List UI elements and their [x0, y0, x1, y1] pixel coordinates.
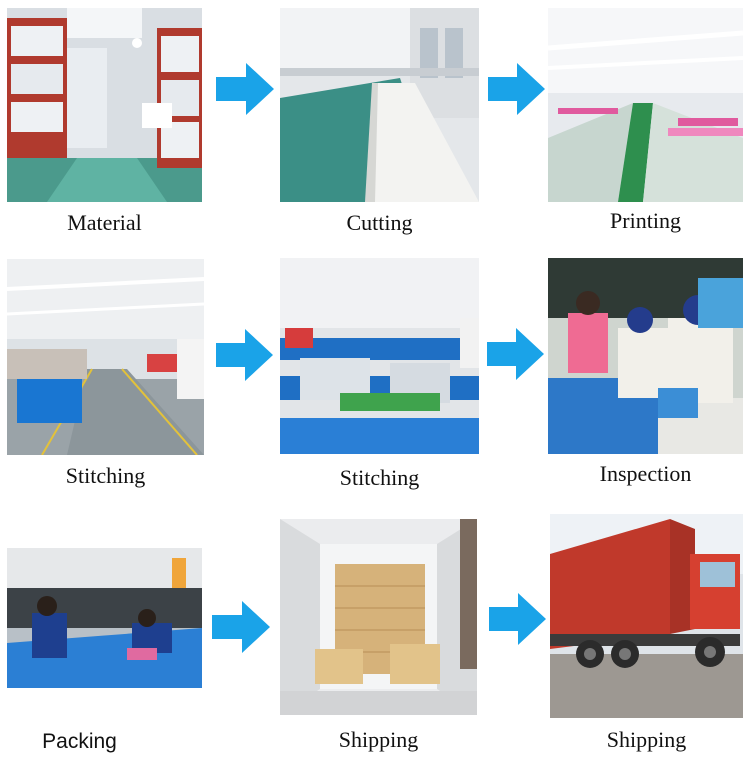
step-caption-shipping-1: Shipping	[338, 727, 419, 752]
step-caption-shipping-2: Shipping	[606, 727, 687, 752]
arrow-right-icon	[216, 329, 273, 381]
step-caption-material: Material	[67, 210, 142, 235]
arrow-right-icon	[212, 601, 270, 653]
shipping-truck-photo	[550, 514, 743, 718]
step-caption-stitching-1: Stitching	[65, 463, 146, 488]
stitching-closeup-photo	[280, 258, 479, 454]
printing-photo	[548, 8, 743, 202]
step-caption-packing: Packing	[42, 730, 117, 753]
step-caption-stitching-2: Stitching	[339, 465, 420, 490]
arrow-right-icon	[489, 593, 546, 645]
step-caption-cutting: Cutting	[346, 210, 413, 235]
arrow-right-icon	[488, 63, 545, 115]
arrow-right-icon	[487, 328, 544, 380]
inspection-photo	[548, 258, 743, 454]
shipping-container-photo	[280, 519, 477, 715]
stitching-hall-photo	[7, 259, 204, 455]
packing-photo	[7, 548, 202, 688]
cutting-photo	[280, 8, 479, 202]
arrow-right-icon	[216, 63, 274, 115]
step-caption-printing: Printing	[610, 208, 681, 233]
step-caption-inspection: Inspection	[599, 461, 692, 486]
material-photo	[7, 8, 202, 202]
